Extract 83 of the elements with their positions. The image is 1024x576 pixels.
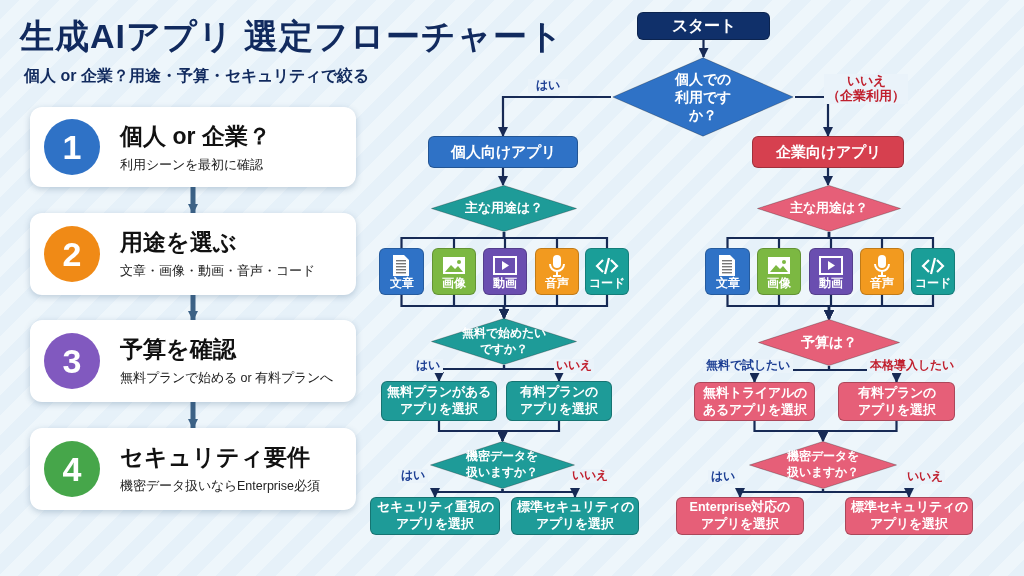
tile-label: 動画 <box>818 275 844 292</box>
arrow <box>698 40 709 58</box>
step-description: 文章・画像・動画・音声・コード <box>120 263 315 280</box>
use-case-tile <box>535 248 579 295</box>
edge-label: いいえ <box>570 469 610 483</box>
arrow <box>188 295 198 321</box>
process-box: Enterprise対応のアプリを選択 <box>676 497 804 535</box>
process-box: 企業向けアプリ <box>752 136 904 168</box>
use-case-tile <box>757 248 801 295</box>
edge-label: はい <box>528 79 568 93</box>
subtitle: 個人 or 企業？用途・予算・セキュリティで絞る <box>24 66 369 86</box>
edge-label: はい <box>708 470 738 484</box>
arrow <box>434 365 506 382</box>
arrow <box>188 187 198 214</box>
step-heading: セキュリティ要件 <box>120 443 310 472</box>
use-case-tile <box>483 248 527 295</box>
tile-label: 音声 <box>869 275 895 292</box>
use-case-tile <box>809 248 853 295</box>
arrow <box>502 365 564 382</box>
use-case-tile <box>705 248 750 295</box>
tile-label: 音声 <box>544 275 570 292</box>
edge-label: 本格導入したい <box>867 359 957 373</box>
step-description: 機密データ扱いならEnterprise必須 <box>120 478 320 495</box>
step-card <box>30 320 356 402</box>
start-box: スタート <box>637 12 770 40</box>
number-badge: 4 <box>44 441 100 497</box>
arrow <box>821 488 914 498</box>
decision-diamond: 機密データを扱いますか？ <box>748 441 898 489</box>
connector-line <box>827 232 935 248</box>
use-case-tile <box>860 248 904 295</box>
number-badge: 1 <box>44 119 100 175</box>
arrow <box>430 488 504 498</box>
step-card <box>30 213 356 295</box>
arrow <box>824 295 935 320</box>
process-box: 有料プランのアプリを選択 <box>506 381 612 421</box>
decision-diamond: 個人での利用ですか？ <box>611 57 795 137</box>
step-card <box>30 107 356 187</box>
process-box: 有料プランのアプリを選択 <box>838 382 955 421</box>
use-case-tile <box>585 248 629 295</box>
edge-label: はい <box>398 469 428 483</box>
arrow <box>499 295 609 319</box>
edge-label: いいえ（企業利用） <box>824 74 908 104</box>
step-heading: 予算を確認 <box>120 335 236 364</box>
tile-label: 文章 <box>714 275 741 292</box>
arrow <box>501 488 580 498</box>
process-box: セキュリティ重視のアプリを選択 <box>370 497 500 535</box>
tile-label: 画像 <box>441 275 467 292</box>
number-badge: 3 <box>44 333 100 389</box>
arrow <box>795 95 833 137</box>
arrow <box>823 168 833 186</box>
edge-label: はい <box>413 359 443 373</box>
process-box: 無料トライアルのあるアプリを選択 <box>694 382 815 421</box>
decision-diamond: 主な用途は？ <box>430 185 578 232</box>
arrow <box>188 402 198 429</box>
use-case-tile <box>432 248 476 295</box>
step-description: 利用シーンを最初に確認 <box>120 157 263 174</box>
tile-label: コード <box>914 275 952 292</box>
connector-line <box>502 232 609 248</box>
chart-title: 生成AIアプリ 選定フローチャート <box>20 16 565 57</box>
process-box: 無料プランがあるアプリを選択 <box>381 381 497 421</box>
step-heading: 用途を選ぶ <box>120 228 237 257</box>
arrow <box>818 421 898 442</box>
number-badge: 2 <box>44 226 100 282</box>
step-card <box>30 428 356 510</box>
edge-label: いいえ <box>554 359 594 373</box>
edge-label: 無料で試したい <box>703 359 793 373</box>
arrow <box>498 95 611 137</box>
process-box: 標準セキュリティのアプリを選択 <box>845 497 973 535</box>
use-case-tile <box>911 248 955 295</box>
step-description: 無料プランで始める or 有料プランへ <box>120 370 334 387</box>
arrow <box>735 488 825 498</box>
use-case-tile <box>379 248 424 295</box>
decision-diamond: 主な用途は？ <box>756 185 902 232</box>
tile-label: 画像 <box>766 275 792 292</box>
process-box: 標準セキュリティのアプリを選択 <box>511 497 639 535</box>
process-box: 個人向けアプリ <box>428 136 578 168</box>
tile-label: コード <box>588 275 626 292</box>
tile-label: 動画 <box>492 275 518 292</box>
edge-label: いいえ <box>905 470 945 484</box>
tile-label: 文章 <box>388 275 415 292</box>
arrow <box>498 168 508 186</box>
arrow <box>497 421 561 442</box>
step-heading: 個人 or 企業？ <box>120 122 271 151</box>
